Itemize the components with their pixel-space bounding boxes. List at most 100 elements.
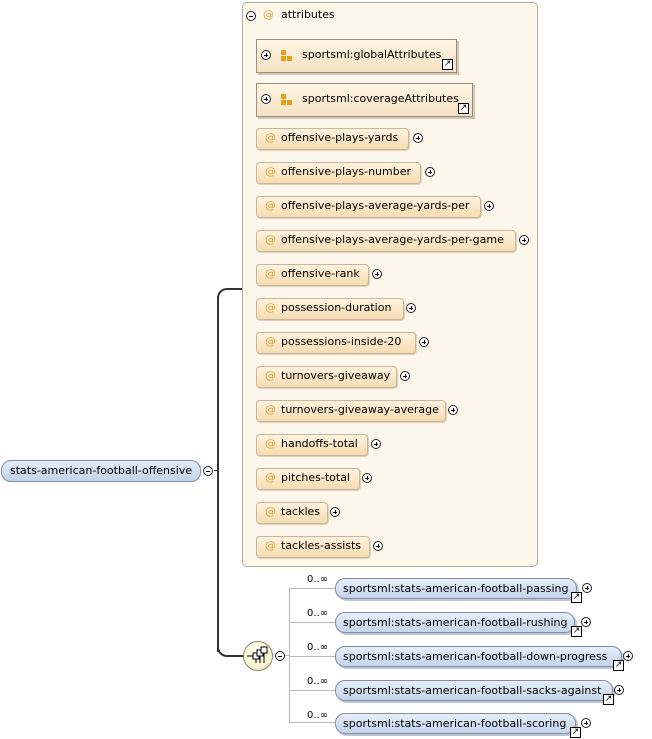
element-scoring[interactable]: sportsml:stats-american-football-scoring	[335, 713, 576, 734]
attribute-group-icon	[281, 50, 293, 62]
element-sacks-against[interactable]: sportsml:stats-american-football-sacks-a…	[335, 680, 613, 701]
attribute-group-label: sportsml:globalAttributes	[302, 48, 442, 61]
attribute-item[interactable]: @ turnovers-giveaway-average	[256, 400, 446, 422]
attribute-item[interactable]: @ turnovers-giveaway	[256, 366, 397, 388]
link-arrow-icon[interactable]: ↗	[571, 592, 582, 603]
at-icon: @	[265, 505, 276, 518]
connector-root	[214, 470, 218, 471]
attribute-expand-icon[interactable]	[484, 201, 494, 211]
at-icon: @	[265, 267, 276, 280]
attribute-label: possession-duration	[281, 301, 392, 314]
element-expand-icon[interactable]	[614, 685, 624, 695]
attribute-expand-icon[interactable]	[330, 507, 340, 517]
attribute-group-label: sportsml:coverageAttributes	[302, 92, 459, 105]
seq-branch-5	[289, 722, 335, 723]
at-icon: @	[265, 335, 276, 348]
attribute-expand-icon[interactable]	[400, 371, 410, 381]
attribute-expand-icon[interactable]	[425, 167, 435, 177]
occurrence-label: 0..∞	[307, 676, 329, 687]
root-element-label: stats-american-football-offensive	[10, 464, 193, 477]
attribute-group-global[interactable]: sportsml:globalAttributes ↗	[256, 39, 457, 73]
attribute-expand-icon[interactable]	[448, 405, 458, 415]
attribute-item[interactable]: @ possession-duration	[256, 298, 404, 320]
at-icon: @	[265, 539, 276, 552]
element-label: sportsml:stats-american-football-rushing	[343, 616, 568, 629]
seq-branch-1	[289, 588, 335, 589]
attribute-expand-icon[interactable]	[371, 439, 381, 449]
occurrence-label: 0..∞	[307, 574, 329, 585]
element-expand-icon[interactable]	[582, 583, 592, 593]
connector-top-curve	[217, 288, 243, 300]
attribute-label: turnovers-giveaway-average	[281, 403, 439, 416]
root-collapse-icon[interactable]	[203, 466, 213, 476]
at-icon: @	[265, 301, 276, 314]
attribute-label: offensive-plays-average-yards-per-game	[281, 233, 504, 246]
element-passing[interactable]: sportsml:stats-american-football-passing	[335, 578, 577, 599]
at-icon: @	[265, 471, 276, 484]
attribute-expand-icon[interactable]	[406, 303, 416, 313]
element-label: sportsml:stats-american-football-scoring	[343, 717, 567, 730]
attribute-item[interactable]: @ offensive-rank	[256, 264, 369, 286]
seq-branch-4	[289, 690, 335, 691]
root-element[interactable]: stats-american-football-offensive	[1, 460, 201, 482]
connector-trunk	[217, 296, 219, 652]
attribute-group-coverage[interactable]: sportsml:coverageAttributes ↗	[256, 83, 473, 117]
at-icon: @	[265, 131, 276, 144]
attribute-item[interactable]: @ tackles	[256, 502, 328, 524]
expand-icon[interactable]	[261, 50, 271, 60]
attribute-expand-icon[interactable]	[419, 337, 429, 347]
at-icon: @	[265, 403, 276, 416]
attributes-title: attributes	[281, 8, 335, 21]
seq-connector-vertical	[289, 588, 290, 722]
link-arrow-icon[interactable]: ↗	[442, 59, 453, 70]
attribute-item[interactable]: @ pitches-total	[256, 468, 360, 490]
attribute-expand-icon[interactable]	[519, 235, 529, 245]
attribute-expand-icon[interactable]	[362, 473, 372, 483]
at-icon: @	[265, 199, 276, 212]
element-label: sportsml:stats-american-football-down-pr…	[343, 650, 608, 663]
attribute-label: handoffs-total	[281, 437, 358, 450]
attribute-expand-icon[interactable]	[413, 133, 423, 143]
element-expand-icon[interactable]	[581, 718, 591, 728]
element-down-progress[interactable]: sportsml:stats-american-football-down-pr…	[335, 646, 622, 667]
link-arrow-icon[interactable]: ↗	[613, 660, 624, 671]
sequence-collapse-icon[interactable]	[275, 651, 285, 661]
seq-branch-2	[289, 622, 335, 623]
link-arrow-icon[interactable]: ↗	[458, 103, 469, 114]
connector-bottom-curve	[217, 645, 244, 657]
seq-branch-3	[289, 656, 335, 657]
attribute-item[interactable]: @ tackles-assists	[256, 536, 370, 558]
attribute-expand-icon[interactable]	[373, 541, 383, 551]
attributes-at-icon: @	[263, 8, 274, 21]
attribute-label: offensive-plays-number	[281, 165, 412, 178]
occurrence-label: 0..∞	[307, 608, 329, 619]
attribute-item[interactable]: @ offensive-plays-average-yards-per-game	[256, 230, 516, 252]
at-icon: @	[265, 233, 276, 246]
link-arrow-icon[interactable]: ↗	[570, 727, 581, 738]
link-arrow-icon[interactable]: ↗	[603, 694, 614, 705]
attribute-item[interactable]: @ possessions-inside-20	[256, 332, 416, 354]
attribute-item[interactable]: @ offensive-plays-yards	[256, 128, 409, 150]
expand-icon[interactable]	[261, 94, 271, 104]
attribute-item[interactable]: @ offensive-plays-average-yards-per	[256, 196, 481, 218]
attribute-label: offensive-plays-yards	[281, 131, 399, 144]
at-icon: @	[265, 165, 276, 178]
attribute-group-icon	[281, 94, 293, 106]
element-label: sportsml:stats-american-football-sacks-a…	[343, 684, 602, 697]
at-icon: @	[265, 369, 276, 382]
attribute-label: pitches-total	[281, 471, 350, 484]
attribute-item[interactable]: @ offensive-plays-number	[256, 162, 421, 184]
attribute-label: turnovers-giveaway	[281, 369, 391, 382]
attribute-label: tackles-assists	[281, 539, 362, 552]
sequence-compositor[interactable]	[243, 641, 273, 671]
link-arrow-icon[interactable]: ↗	[571, 626, 582, 637]
sequence-icon	[247, 646, 268, 663]
element-rushing[interactable]: sportsml:stats-american-football-rushing	[335, 612, 575, 633]
attribute-item[interactable]: @ handoffs-total	[256, 434, 368, 456]
attribute-expand-icon[interactable]	[372, 269, 382, 279]
attribute-label: tackles	[281, 505, 321, 518]
seq-connector-stem	[285, 655, 289, 656]
element-expand-icon[interactable]	[581, 617, 591, 627]
element-expand-icon[interactable]	[623, 651, 633, 661]
attributes-collapse-icon[interactable]	[246, 11, 256, 21]
